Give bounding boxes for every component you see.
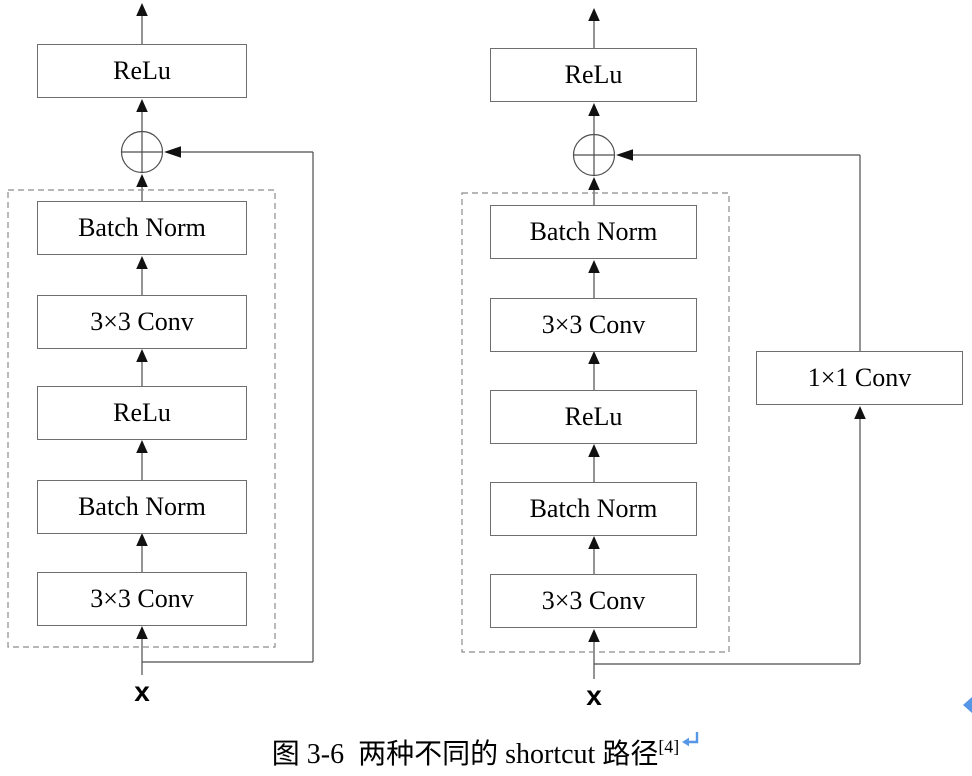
left-identity-shortcut-path xyxy=(142,146,314,663)
arrow-up-icon xyxy=(136,626,148,639)
arrow-left-icon xyxy=(616,149,633,161)
arrow-up-icon xyxy=(588,103,600,116)
batch-norm-box: Batch Norm xyxy=(37,480,247,534)
arrow-up-icon xyxy=(588,177,600,190)
relu-box: ReLu xyxy=(490,390,697,444)
left-connectors xyxy=(7,3,314,675)
batch-norm-box: Batch Norm xyxy=(490,482,697,536)
paragraph-return-icon xyxy=(682,732,699,747)
input-x-label: x xyxy=(586,680,602,711)
arrow-up-icon xyxy=(588,629,600,642)
input-x-label: x xyxy=(134,676,150,707)
conv-1x1-box: 1×1 Conv xyxy=(756,351,963,405)
arrow-up-icon xyxy=(588,351,600,364)
arrow-up-icon xyxy=(588,8,600,21)
left-sum-circle-icon xyxy=(120,130,164,174)
arrow-up-icon xyxy=(854,406,866,419)
arrow-up-icon xyxy=(588,536,600,549)
arrow-up-icon xyxy=(136,533,148,546)
relu-box: ReLu xyxy=(37,44,247,98)
conv-3x3-box: 3×3 Conv xyxy=(37,572,247,626)
relu-box: ReLu xyxy=(37,386,247,440)
arrow-up-icon xyxy=(588,444,600,457)
conv-3x3-box: 3×3 Conv xyxy=(490,298,697,352)
right-sum-circle-icon xyxy=(572,133,616,177)
right-dashed-region xyxy=(461,192,730,653)
right-conv-shortcut-path xyxy=(594,149,866,665)
arrow-up-icon xyxy=(136,174,148,187)
citation-superscript: [4] xyxy=(658,736,680,757)
right-connectors xyxy=(461,8,866,679)
arrow-up-icon xyxy=(136,349,148,362)
arrow-up-icon xyxy=(136,99,148,112)
arrow-up-icon xyxy=(136,3,148,16)
batch-norm-box: Batch Norm xyxy=(490,205,697,259)
conv-3x3-box: 3×3 Conv xyxy=(37,295,247,349)
figure-caption: 图 3-6 两种不同的 shortcut 路径[4] xyxy=(0,730,972,772)
left-dashed-region xyxy=(7,189,276,648)
arrow-up-icon xyxy=(136,440,148,453)
edge-anchor-arrow-icon xyxy=(963,697,972,713)
batch-norm-box: Batch Norm xyxy=(37,201,247,255)
arrow-up-icon xyxy=(136,256,148,269)
arrow-up-icon xyxy=(588,260,600,273)
figure-caption-text: 图 3-6 两种不同的 shortcut 路径 xyxy=(271,739,659,770)
arrow-left-icon xyxy=(164,146,181,158)
relu-box: ReLu xyxy=(490,48,697,102)
conv-3x3-box: 3×3 Conv xyxy=(490,574,697,628)
